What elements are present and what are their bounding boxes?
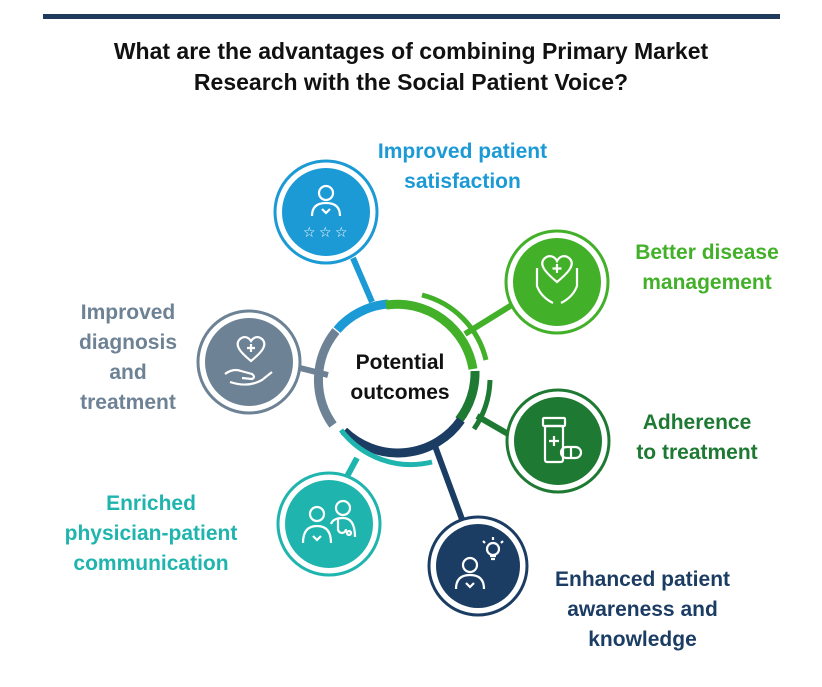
outcome-label-satisfaction: Improved patient satisfaction (340, 137, 585, 197)
patient-lightbulb-icon (454, 537, 504, 590)
outcome-label-line: Improved (80, 301, 176, 324)
ring-segment-adherence (455, 370, 480, 423)
outcome-label-line: awareness and (567, 598, 718, 621)
ring-segment-diagnosis (313, 328, 340, 428)
svg-text:☆: ☆ (303, 225, 316, 241)
outcome-label-line: Enriched (106, 492, 196, 515)
center-label: Potential outcomes (325, 348, 475, 408)
center-label-line-1: Potential (355, 351, 445, 374)
page-title-line-2: Research with the Social Patient Voice? (193, 69, 629, 95)
outcome-label-line: Better disease (635, 241, 779, 264)
patient-rating-stars-icon: ☆ ☆ ☆ (303, 184, 348, 241)
outcome-label-line: Enhanced patient (554, 568, 731, 591)
outcome-label-diagnosis: Improved diagnosis and treatment (58, 298, 198, 418)
outcome-label-communication: Enriched physician-patient communication (40, 489, 262, 579)
center-label-line-2: outcomes (350, 381, 450, 404)
ring-segment-disease-outer (421, 292, 489, 361)
outcome-label-line: knowledge (588, 628, 697, 651)
connector-awareness (432, 444, 466, 524)
pill-bottle-icon (541, 416, 583, 464)
physician-patient-icon (301, 499, 357, 544)
ring-segment-communication (339, 428, 433, 468)
svg-text:☆: ☆ (319, 225, 332, 241)
connector-diagnosis (299, 365, 329, 378)
svg-text:☆: ☆ (335, 225, 348, 241)
outcome-label-adherence: Adherence to treatment (607, 408, 787, 468)
hand-holding-heart-icon (224, 335, 273, 386)
outcome-label-line: communication (73, 552, 229, 575)
outcome-label-line: Improved patient (377, 140, 548, 163)
ring-segment-awareness (340, 417, 465, 458)
connector-satisfaction (350, 256, 375, 304)
outcome-label-line: treatment (80, 391, 176, 414)
ring-segment-satisfaction (333, 299, 389, 334)
outcome-label-line: management (642, 271, 772, 294)
top-rule (43, 14, 780, 19)
page-title: What are the advantages of combining Pri… (20, 36, 802, 98)
outcome-label-awareness: Enhanced patient awareness and knowledge (525, 565, 760, 655)
node-adherence (505, 388, 611, 494)
outcome-label-line: diagnosis (78, 331, 178, 354)
node-awareness (427, 515, 529, 617)
outcome-label-line: to treatment (636, 441, 758, 464)
node-diagnosis (196, 309, 302, 415)
outcome-label-line: and (109, 361, 147, 384)
hands-holding-heart-icon (535, 255, 579, 304)
ring-segment-adherence-outer (471, 379, 493, 431)
outcome-label-line: physician-patient (64, 522, 238, 545)
outcome-label-line: Adherence (642, 411, 752, 434)
node-disease-management (504, 229, 610, 335)
node-communication (276, 471, 382, 577)
outcome-label-disease-management: Better disease management (607, 238, 807, 298)
ring-segment-disease-management (385, 299, 478, 370)
page-title-line-1: What are the advantages of combining Pri… (113, 38, 709, 64)
outcome-label-line: satisfaction (404, 170, 521, 193)
node-satisfaction: ☆ ☆ ☆ (273, 159, 379, 265)
